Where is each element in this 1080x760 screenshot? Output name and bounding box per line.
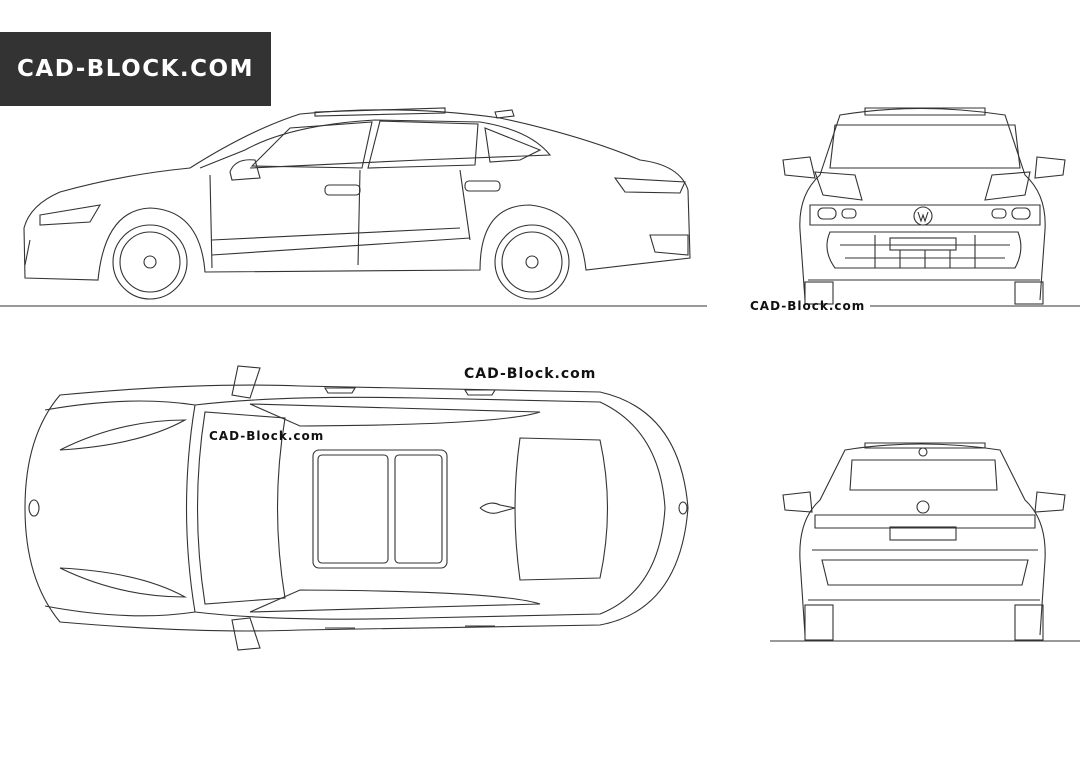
rear-view (782, 442, 1066, 641)
watermark-text: CAD-Block.com (209, 429, 325, 443)
watermark-text: CAD-Block.com (750, 299, 866, 313)
banner-logo-text: CAD-Block.com (17, 56, 254, 82)
watermark-front-view: CAD-Block.com (750, 299, 865, 313)
front-wheel (112, 224, 188, 300)
watermark-top-view-outer: CAD-Block.com (464, 366, 596, 382)
top-view (24, 365, 689, 651)
vw-emblem-front (913, 206, 933, 226)
watermark-top-view-inner: CAD-Block.com (209, 429, 324, 443)
rear-wheel (494, 224, 570, 300)
side-view (23, 107, 691, 300)
watermark-text: CAD-Block.com (464, 366, 597, 382)
front-view (782, 107, 1066, 305)
watermark-banner: CAD-Block.com (0, 32, 271, 106)
vw-emblem-rear (916, 500, 930, 514)
sunroof (312, 449, 448, 569)
